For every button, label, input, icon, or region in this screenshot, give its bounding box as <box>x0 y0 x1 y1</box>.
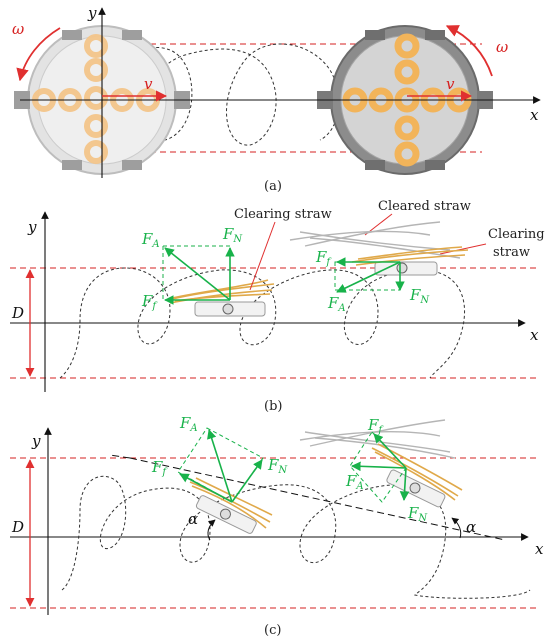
force-label-FN-right: FN <box>409 286 430 306</box>
force-diagram-right <box>334 257 405 293</box>
omega-label-right: ω <box>496 38 508 56</box>
force-label-FA-right: FA <box>327 294 346 314</box>
trajectory-loops <box>99 43 340 146</box>
force-label-FA-right: FA <box>345 472 364 492</box>
diameter-label: D <box>11 518 24 536</box>
omega-label-left: ω <box>12 20 24 38</box>
angle-arc-left <box>207 519 216 541</box>
force-label-FN-left: FN <box>222 225 243 245</box>
clearing-straw-label-2b: straw <box>493 245 530 260</box>
panel-b: y x D FA FN Ff Clearing straw Cleared <box>10 199 545 414</box>
force-label-Ff-left: Ff <box>141 292 158 312</box>
cleared-straw-label: Cleared straw <box>378 199 471 214</box>
clearing-straw-leader-1 <box>249 221 276 291</box>
incline-line <box>129 457 506 541</box>
clearing-straw-label-2a: Clearing <box>488 227 545 242</box>
force-label-Ff-right: Ff <box>315 248 332 268</box>
angle-arc-right <box>451 517 462 539</box>
straw-bundle-right <box>299 419 463 508</box>
clearing-straw-leader-2 <box>439 243 487 255</box>
straw-bundle-right <box>289 221 469 276</box>
panel-b-caption: (b) <box>264 399 282 414</box>
velocity-label-left: v <box>144 75 153 93</box>
panel-a: y x v v ω ω (a) <box>12 4 541 194</box>
panel-c: y x D α FA FN Ff <box>10 414 544 638</box>
force-label-FA-left: FA <box>179 414 198 434</box>
y-axis-label: y <box>31 432 41 450</box>
x-axis-label: x <box>530 106 539 124</box>
force-label-Ff-left: Ff <box>151 458 168 478</box>
force-label-FN-right: FN <box>407 504 428 524</box>
straw-bundle-left <box>167 279 275 317</box>
force-diagram-left <box>177 427 264 503</box>
x-axis-label: x <box>535 540 544 558</box>
clearing-straw-label-1: Clearing straw <box>234 207 332 222</box>
alpha-label-right: α <box>466 518 476 536</box>
diameter-label: D <box>11 304 24 322</box>
alpha-label-left: α <box>188 510 198 528</box>
force-label-FN-left: FN <box>267 456 288 476</box>
force-label-FA-left: FA <box>141 230 160 250</box>
rotation-arrow-right <box>445 25 493 77</box>
velocity-label-right: v <box>446 75 455 93</box>
force-label-Ff-right: Ff <box>367 416 384 436</box>
rotation-arrow-left <box>16 27 61 82</box>
y-axis-label: y <box>27 218 37 236</box>
force-diagram-right <box>349 431 410 503</box>
trajectory-loops <box>61 475 531 599</box>
panel-a-caption: (a) <box>264 179 282 194</box>
panel-c-caption: (c) <box>264 623 281 638</box>
force-diagram-left <box>162 245 235 305</box>
x-axis-label: x <box>530 326 539 344</box>
trajectory-loops <box>59 267 466 379</box>
incline-line-ext <box>109 454 131 459</box>
y-axis-label: y <box>87 4 97 22</box>
